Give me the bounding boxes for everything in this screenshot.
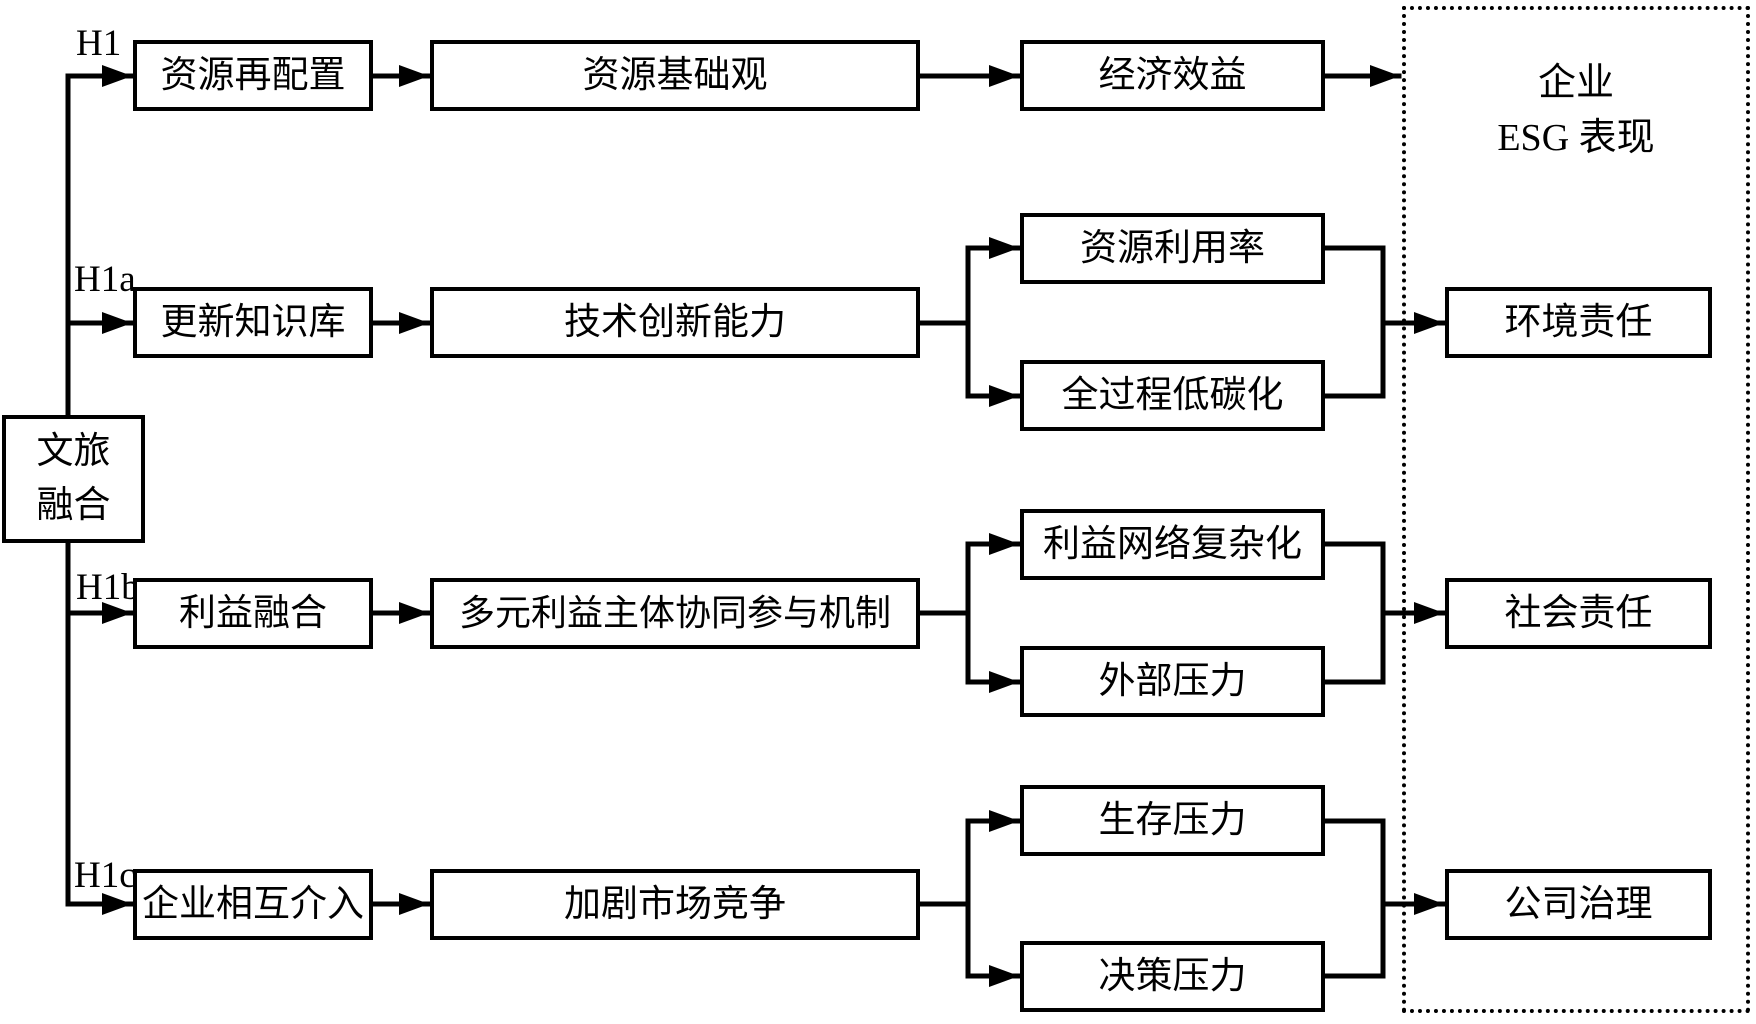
hypothesis-label-h1b: H1b — [76, 567, 140, 608]
connector-r2-merge — [1322, 245, 1386, 399]
source-line2: 融合 — [36, 485, 111, 526]
connector-r2-split — [917, 245, 971, 399]
node-interest-network-complexity: 利益网络复杂化 — [1020, 509, 1325, 580]
esg-performance-frame — [1402, 6, 1750, 1013]
esg-title-line2: ESG 表现 — [1497, 117, 1655, 160]
node-low-carbon-process: 全过程低碳化 — [1020, 360, 1325, 431]
hypothesis-label-h1c: H1c — [74, 855, 136, 896]
node-environmental-responsibility: 环境责任 — [1445, 287, 1712, 358]
node-market-competition: 加剧市场竞争 — [430, 869, 920, 940]
esg-title-line1: 企业 — [1537, 62, 1614, 104]
hypothesis-label-h1: H1 — [76, 23, 122, 64]
node-culture-tourism-integration: 文旅 融合 — [2, 415, 145, 543]
node-tech-innovation: 技术创新能力 — [430, 287, 920, 358]
node-resource-based-view: 资源基础观 — [430, 40, 920, 111]
node-decision-pressure: 决策压力 — [1020, 941, 1325, 1012]
connector-r3-split — [917, 541, 971, 685]
node-corporate-governance: 公司治理 — [1445, 869, 1712, 940]
node-resource-utilization: 资源利用率 — [1020, 213, 1325, 284]
source-line1: 文旅 — [36, 431, 111, 473]
node-interest-integration: 利益融合 — [133, 578, 373, 649]
node-external-pressure: 外部压力 — [1020, 646, 1325, 717]
node-social-responsibility: 社会责任 — [1445, 578, 1712, 649]
node-economic-benefit: 经济效益 — [1020, 40, 1325, 111]
node-knowledge-update: 更新知识库 — [133, 287, 373, 358]
connector-r4-merge — [1322, 818, 1386, 979]
connector-r3-merge — [1322, 541, 1386, 685]
esg-performance-title: 企业 ESG 表现 — [1402, 56, 1750, 166]
node-resource-reallocation: 资源再配置 — [133, 40, 373, 111]
node-multi-stakeholder-mechanism: 多元利益主体协同参与机制 — [430, 578, 920, 649]
connector-r4-split — [917, 818, 971, 979]
connector-trunk-h1 — [65, 65, 134, 907]
hypothesis-label-h1a: H1a — [74, 259, 136, 300]
node-survival-pressure: 生存压力 — [1020, 785, 1325, 856]
node-mutual-entry: 企业相互介入 — [133, 869, 373, 940]
